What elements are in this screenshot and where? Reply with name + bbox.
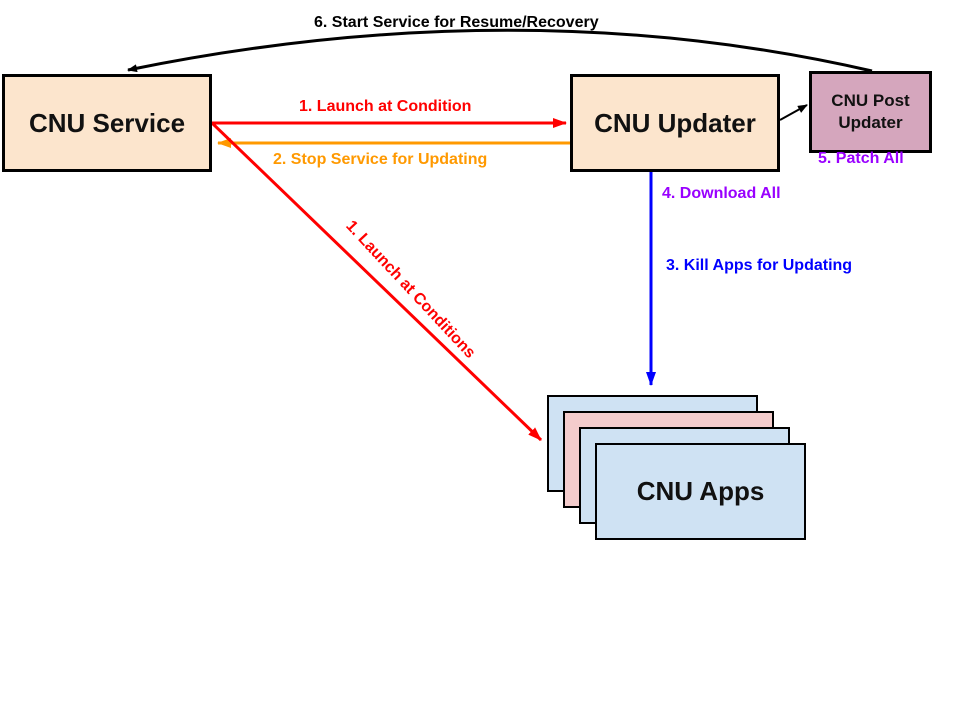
cnu-updater-node: CNU Updater [570, 74, 780, 172]
cnu-service-node: CNU Service [2, 74, 212, 172]
cnu-post-updater-node: CNU Post Updater [809, 71, 932, 153]
label-download-all: 4. Download All [662, 185, 781, 202]
arrow-start-service [127, 28, 873, 73]
label-stop-service: 2. Stop Service for Updating [273, 151, 488, 168]
arrow-updater-to-post [779, 104, 808, 121]
cnu-apps-node: CNU Apps [595, 443, 806, 540]
label-start-service: 6. Start Service for Resume/Recovery [314, 14, 599, 31]
arrow-launch-apps [210, 121, 543, 442]
label-launch-condition: 1. Launch at Condition [299, 98, 472, 115]
label-patch-all: 5. Patch All [818, 150, 904, 167]
label-kill-apps: 3. Kill Apps for Updating [666, 257, 853, 274]
